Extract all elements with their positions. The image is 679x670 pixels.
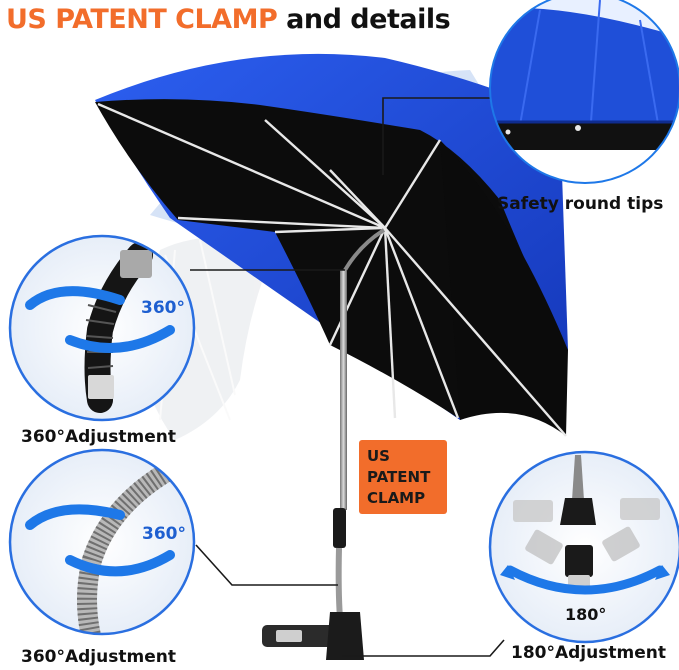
caption-adjust-180: 180°Adjustment (511, 643, 666, 663)
magnifier-gooseneck-top (8, 234, 196, 422)
magnifier-clamp-rotation (488, 450, 679, 644)
badge-line-1: US (367, 446, 390, 465)
badge-line-3: CLAMP (367, 488, 426, 507)
callout-lines (190, 97, 505, 657)
headline-rest: and details (277, 4, 451, 35)
patent-clamp-badge: US PATENT CLAMP (359, 440, 447, 514)
caption-safety-tips: Safety round tips (497, 194, 664, 214)
headline: US PATENT CLAMP and details (6, 0, 451, 40)
degree-label-360-top: 360° (141, 298, 185, 318)
badge-line-2: PATENT (367, 467, 431, 486)
degree-label-180: 180° (565, 605, 607, 624)
degree-label-360-bottom: 360° (142, 524, 186, 544)
caption-adjust-bottom: 360°Adjustment (21, 647, 176, 667)
umbrella-canopy (95, 53, 568, 437)
caption-adjust-top: 360°Adjustment (21, 427, 176, 447)
clamp (262, 612, 364, 660)
magnifier-spring-bottom (8, 448, 196, 636)
headline-accent: US PATENT CLAMP (6, 4, 278, 35)
magnifier-safety-tips (489, 0, 679, 184)
